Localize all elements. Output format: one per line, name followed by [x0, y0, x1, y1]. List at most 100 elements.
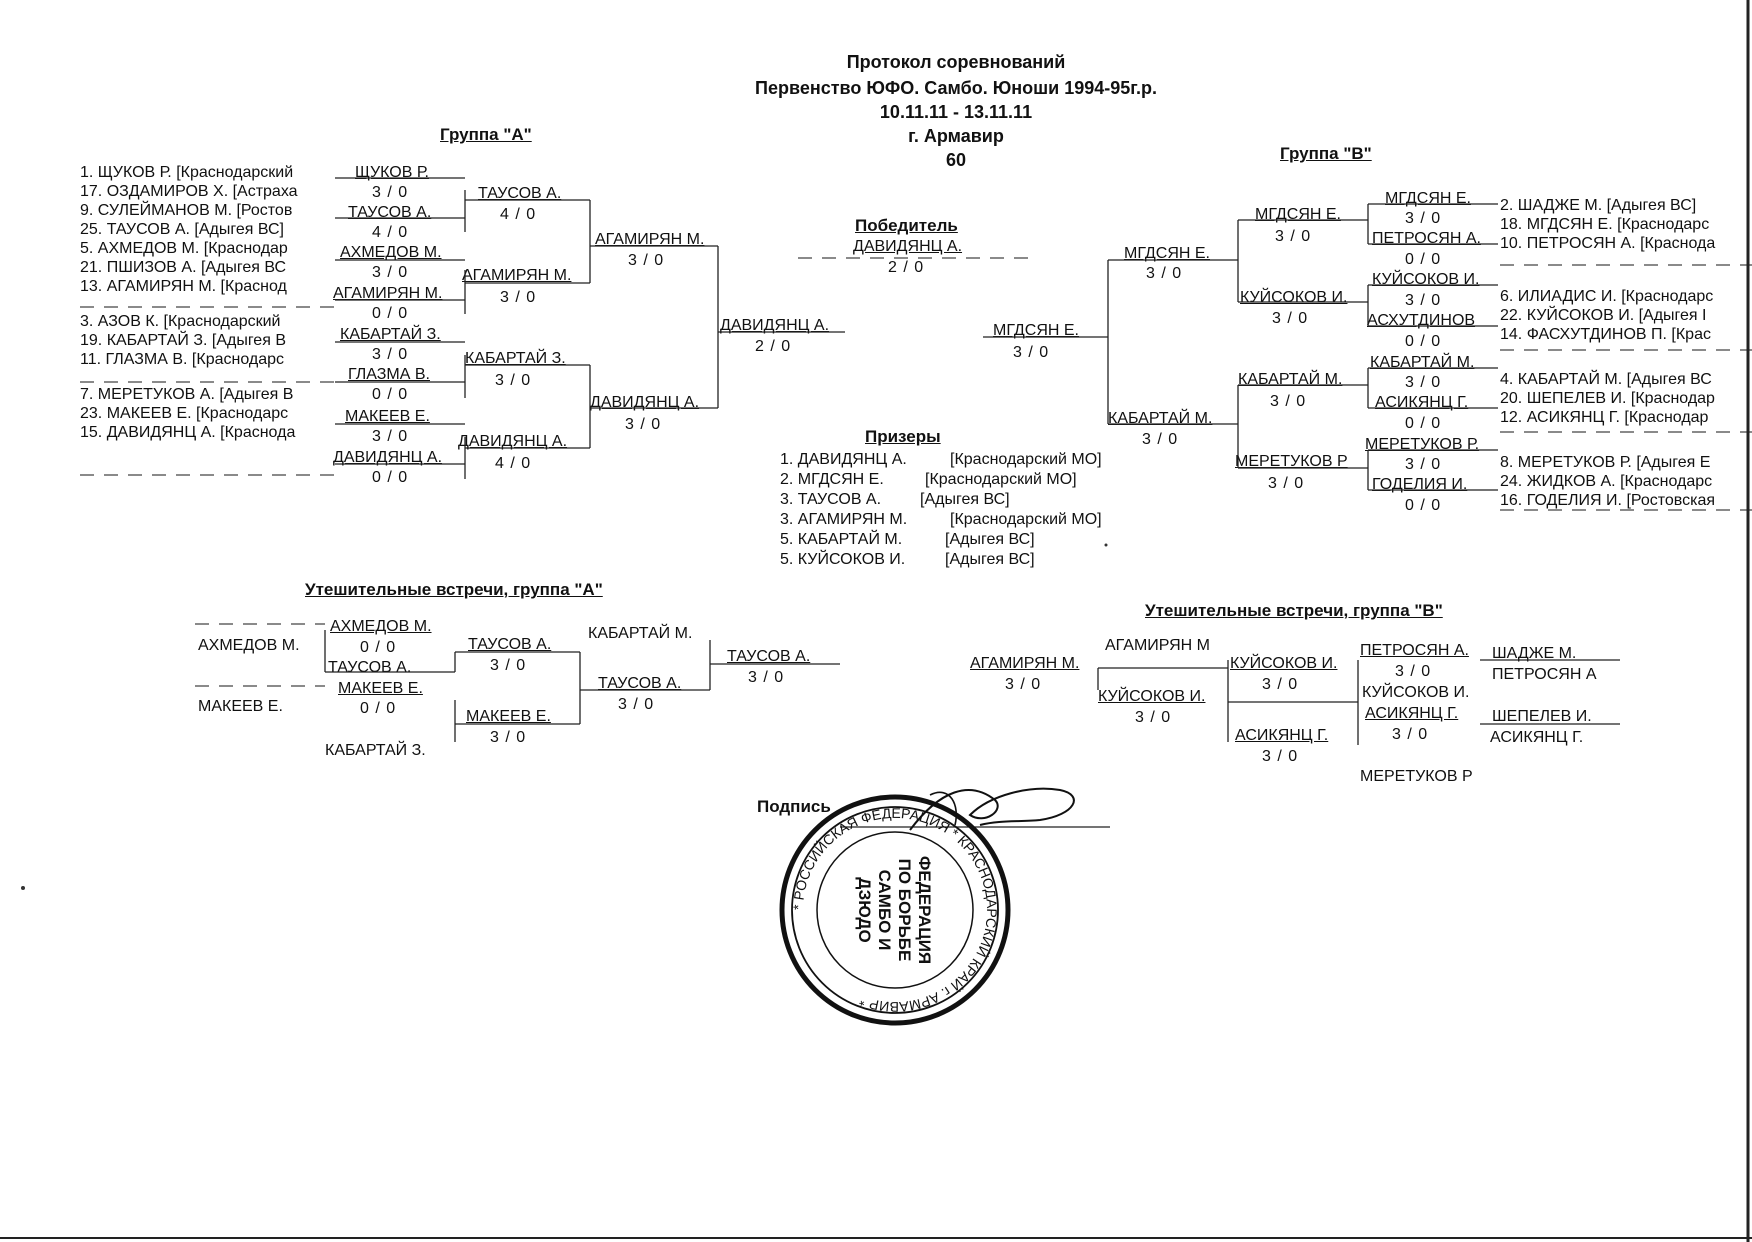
- bracket-name: КАБАРТАЙ З.: [465, 350, 566, 367]
- bracket-name: ТАУСОВ А.: [468, 636, 552, 653]
- bracket-name: КАБАРТАЙ З.: [340, 326, 441, 343]
- bracket-score: 0 / 0: [372, 305, 409, 322]
- bracket-name: АСИКЯНЦ Г.: [1365, 705, 1459, 722]
- bracket-score: 3 / 0: [1135, 709, 1172, 726]
- bracket-name: АГАМИРЯН М.: [333, 285, 443, 302]
- bracket-name: ТАУСОВ А.: [598, 675, 682, 692]
- bracket-name: АГАМИРЯН М: [1105, 637, 1210, 654]
- prizer-team: [Краснодарский МО]: [950, 451, 1102, 468]
- repechage-entrant: ШАДЖЕ М.: [1492, 645, 1577, 662]
- seed-entry: 8. МЕРЕТУКОВ Р. [Адыгея Е: [1500, 454, 1711, 471]
- bracket-name: АГАМИРЯН М.: [462, 267, 572, 284]
- repechage-entrant: ШЕПЕЛЕВ И.: [1492, 708, 1592, 725]
- seed-entry: 21. ПШИЗОВ А. [Адыгея ВС: [80, 259, 287, 276]
- group-a-seed-list: 1. ЩУКОВ Р. [Краснодарский 17. ОЗДАМИРОВ…: [80, 163, 335, 442]
- bracket-score: 3 / 0: [1013, 344, 1050, 361]
- bracket-score: 0 / 0: [1405, 333, 1442, 350]
- seed-entry: 23. МАКЕЕВ Е. [Краснодарс: [80, 405, 289, 422]
- bracket-name: МГДСЯН Е.: [1255, 206, 1341, 223]
- winner-title: Победитель: [855, 216, 958, 235]
- bracket-score: 0 / 0: [1405, 497, 1442, 514]
- bracket-name: ПЕТРОСЯН А.: [1360, 642, 1469, 659]
- prizer-row: 5. КАБАРТАЙ М.[Адыгея ВС]: [780, 530, 1102, 550]
- seed-entry: 17. ОЗДАМИРОВ Х. [Астраха: [80, 183, 298, 200]
- repechage-a-title: Утешительные встречи, группа "А": [305, 580, 603, 599]
- bracket-score: 3 / 0: [490, 657, 527, 674]
- seed-entry: 2. ШАДЖЕ М. [Адыгея ВС]: [1500, 197, 1697, 214]
- bracket-score: 3 / 0: [1262, 748, 1299, 765]
- bracket-name: МГДСЯН Е.: [1124, 245, 1210, 262]
- bracket-score: 0 / 0: [360, 700, 397, 717]
- bracket-score: 3 / 0: [1146, 265, 1183, 282]
- bracket-score: 3 / 0: [1405, 210, 1442, 227]
- repechage-entrant: КАБАРТАЙ З.: [325, 742, 426, 759]
- seed-entry: 3. АЗОВ К. [Краснодарский: [80, 313, 281, 330]
- prizer-team: [Адыгея ВС]: [945, 531, 1035, 548]
- bracket-name: КУЙСОКОВ И.: [1098, 688, 1206, 705]
- winner-name: ДАВИДЯНЦ А.: [853, 238, 963, 255]
- bracket-name: АСИКЯНЦ Г.: [1375, 394, 1469, 411]
- prizer-team: [Краснодарский МО]: [925, 471, 1077, 488]
- bracket-name: АХМЕДОВ М.: [330, 618, 432, 635]
- seed-entry: 16. ГОДЕЛИЯ И. [Ростовская: [1500, 492, 1716, 509]
- event-title: Первенство ЮФО. Самбо. Юноши 1994-95г.р.: [755, 78, 1157, 98]
- prizer-row: 3. ТАУСОВ А.[Адыгея ВС]: [780, 490, 1102, 510]
- repechage-entrant: КАБАРТАЙ М.: [588, 625, 693, 642]
- bracket-score: 3 / 0: [372, 346, 409, 363]
- bracket-score: 3 / 0: [495, 372, 532, 389]
- prizer-team: [Краснодарский МО]: [950, 511, 1102, 528]
- prizers-list: 1. ДАВИДЯНЦ А.[Краснодарский МО] 2. МГДС…: [780, 450, 1102, 570]
- seed-entry: 5. АХМЕДОВ М. [Краснодар: [80, 240, 288, 257]
- bracket-name: ДАВИДЯНЦ А.: [333, 449, 443, 466]
- bracket-score: 3 / 0: [628, 252, 665, 269]
- seed-entry: 19. КАБАРТАЙ З. [Адыгея В: [80, 332, 286, 349]
- bracket-name: АГАМИРЯН М.: [595, 231, 705, 248]
- prizer-row: 2. МГДСЯН Е. [Краснодарский МО]: [780, 470, 1102, 490]
- seed-entry: 9. СУЛЕЙМАНОВ М. [Ростов: [80, 202, 293, 219]
- bracket-name: КУЙСОКОВ И.: [1230, 655, 1338, 672]
- prizer-team: [Адыгея ВС]: [920, 491, 1010, 508]
- seed-entry: 12. АСИКЯНЦ Г. [Краснодар: [1500, 409, 1709, 426]
- bracket-score: 0 / 0: [372, 469, 409, 486]
- bracket-name: МЕРЕТУКОВ Р.: [1365, 436, 1480, 453]
- bracket-score: 3 / 0: [372, 428, 409, 445]
- repechage-entrant: МАКЕЕВ Е.: [198, 698, 283, 715]
- bracket-name: МГДСЯН Е.: [1385, 190, 1471, 207]
- prizer-row: 3. АГАМИРЯН М.[Краснодарский МО]: [780, 510, 1102, 530]
- bracket-name: КУЙСОКОВ И.: [1372, 271, 1480, 288]
- seed-entry: 4. КАБАРТАЙ М. [Адыгея ВС: [1500, 371, 1712, 388]
- bracket-score: 3 / 0: [1272, 310, 1309, 327]
- repechage-b-title: Утешительные встречи, группа "В": [1145, 601, 1443, 620]
- bracket-score: 3 / 0: [500, 289, 537, 306]
- seed-entry: 11. ГЛАЗМА В. [Краснодарс: [80, 351, 285, 368]
- prizers-title: Призеры: [865, 427, 941, 446]
- seed-entry: 6. ИЛИАДИС И. [Краснодарс: [1500, 288, 1714, 305]
- bracket-score: 0 / 0: [372, 386, 409, 403]
- bracket-name: ГОДЕЛИЯ И.: [1372, 476, 1468, 493]
- bracket-name: АХМЕДОВ М.: [340, 244, 442, 261]
- event-dates: 10.11.11 - 13.11.11: [879, 102, 1033, 122]
- svg-text:САМБО И: САМБО И: [875, 870, 894, 951]
- seed-entry: 20. ШЕПЕЛЕВ И. [Краснодар: [1500, 390, 1715, 407]
- bracket-score: 3 / 0: [1405, 292, 1442, 309]
- bracket-name: МАКЕЕВ Е.: [345, 408, 430, 425]
- weight-class: 60: [945, 150, 967, 170]
- bracket-name: ГЛАЗМА В.: [348, 366, 430, 383]
- bracket-score: 3 / 0: [748, 669, 785, 686]
- prizer-team: [Адыгея ВС]: [945, 551, 1035, 568]
- bracket-score: 3 / 0: [1275, 228, 1312, 245]
- svg-text:ФЕДЕРАЦИЯ: ФЕДЕРАЦИЯ: [915, 856, 934, 964]
- prizer-name: 2. МГДСЯН Е.: [780, 471, 884, 488]
- bracket-score: 3 / 0: [1268, 475, 1305, 492]
- bracket-name: АСХУТДИНОВ: [1367, 312, 1476, 329]
- bracket-name: ДАВИДЯНЦ А.: [720, 317, 830, 334]
- bracket-score: 3 / 0: [1270, 393, 1307, 410]
- bracket-name: АГАМИРЯН М.: [970, 655, 1080, 672]
- winner-score: 2 / 0: [888, 259, 925, 276]
- bracket-name: ДАВИДЯНЦ А.: [458, 433, 568, 450]
- official-seal-stamp: * РОССИЙСКАЯ ФЕДЕРАЦИЯ * КРАСНОДАРСКИЙ К…: [779, 794, 1011, 1026]
- event-city: г. Армавир: [908, 126, 1004, 146]
- prizer-row: 1. ДАВИДЯНЦ А.[Краснодарский МО]: [780, 450, 1102, 470]
- bracket-score: 4 / 0: [495, 455, 532, 472]
